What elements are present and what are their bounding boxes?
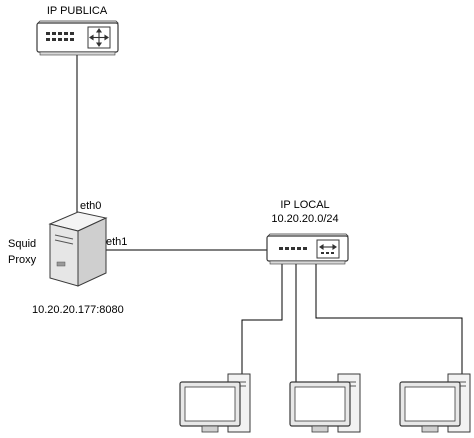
eth0-label: eth0: [80, 200, 101, 212]
proxy-name-line1: Squid: [8, 238, 36, 250]
router: IP PUBLICA: [36, 5, 119, 56]
proxy-name-line2: Proxy: [8, 254, 37, 266]
switch-base: [269, 260, 346, 265]
server-front: [49, 223, 79, 287]
switch-label-line2: 10.20.20.0/24: [271, 213, 338, 225]
monitor-screen: [404, 386, 456, 422]
switch: IP LOCAL 10.20.20.0/24: [266, 199, 349, 265]
client-1: [179, 373, 251, 433]
link-switch-client-1: [241, 264, 283, 382]
connection-lines: [76, 55, 463, 382]
router-base: [39, 51, 116, 56]
client-2: [289, 373, 361, 433]
monitor-stand: [311, 425, 329, 433]
monitor-stand: [421, 425, 439, 433]
switch-arrows-icon: [316, 239, 340, 259]
server-side: [77, 217, 107, 287]
eth1-label: eth1: [106, 236, 127, 248]
proxy-address: 10.20.20.177:8080: [32, 304, 124, 316]
monitor-stand: [201, 425, 219, 433]
proxy-server: eth0 eth1 Squid Proxy 10.20.20.177:8080: [8, 200, 127, 316]
router-label: IP PUBLICA: [47, 5, 108, 17]
monitor-screen: [184, 386, 236, 422]
link-switch-client-3: [315, 264, 463, 382]
monitor-screen: [294, 386, 346, 422]
server-details: [54, 234, 74, 245]
router-ports: [46, 32, 74, 41]
server-drive: [56, 261, 66, 267]
switch-ports: [279, 247, 307, 250]
router-arrows-icon: [87, 26, 111, 49]
client-3: [399, 373, 471, 433]
switch-label-line1: IP LOCAL: [280, 199, 329, 211]
